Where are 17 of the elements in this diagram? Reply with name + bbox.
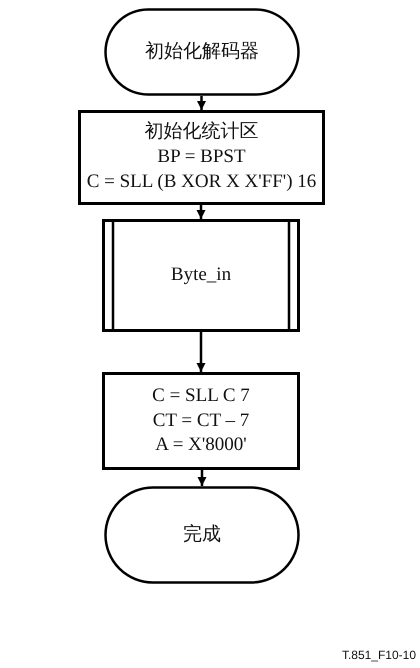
node-text: 完成 bbox=[183, 522, 221, 547]
arrow bbox=[197, 96, 206, 110]
figure-id: T.851_F10-10 bbox=[342, 648, 416, 662]
node-text: A = X'8000' bbox=[155, 433, 247, 458]
process-box bbox=[78, 110, 325, 205]
node-text: Byte_in bbox=[170, 263, 232, 288]
node-text: 初始化解码器 bbox=[145, 40, 259, 64]
process-box bbox=[102, 372, 300, 470]
node-text: C = SLL (B XOR X X'FF') 16 bbox=[86, 170, 316, 194]
arrow bbox=[196, 205, 206, 219]
node-text: C = SLL C 7 bbox=[152, 384, 250, 408]
arrow bbox=[196, 332, 206, 372]
node-text: CT = CT – 7 bbox=[152, 408, 250, 433]
subprocess-box bbox=[102, 219, 300, 332]
node-text: BP = BPST bbox=[157, 145, 246, 170]
node-text: 初始化统计区 bbox=[144, 120, 258, 144]
arrow bbox=[198, 470, 206, 486]
